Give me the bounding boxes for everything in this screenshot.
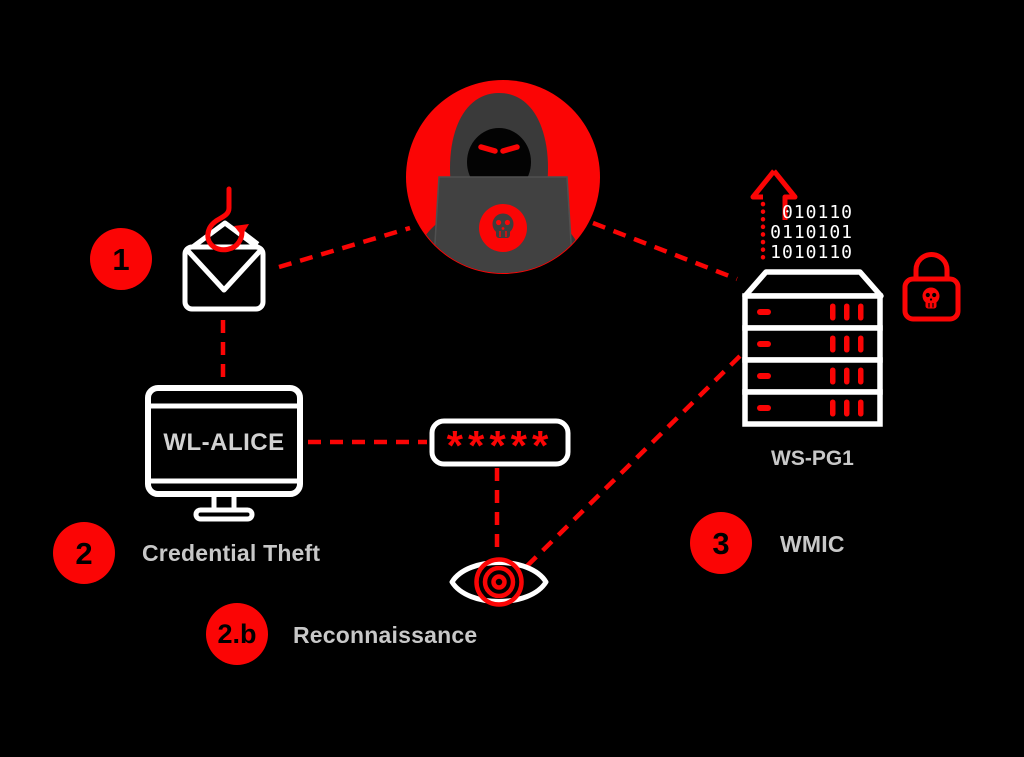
step-badge-3: 3 <box>690 512 752 574</box>
monitor-stand-base <box>193 507 255 522</box>
step-badge-2: 2 <box>53 522 115 584</box>
envelope-body <box>182 244 266 312</box>
lock-skull <box>922 287 940 309</box>
server-leds <box>757 303 864 417</box>
connector-email-to-attacker <box>278 225 411 270</box>
password-masked-value: ***** <box>446 422 554 469</box>
server-stack-icon <box>742 269 884 427</box>
padlock-skull-icon <box>902 252 961 322</box>
connector-lines <box>220 220 742 568</box>
credential-theft-label: Credential Theft <box>142 540 321 566</box>
binary-code: 010110 0110101 1010110 <box>750 203 853 263</box>
step-badge-2b: 2.b <box>206 603 268 665</box>
hacker-eyes <box>478 144 520 154</box>
connector-attacker-to-server <box>592 220 738 282</box>
reconnaissance-label: Reconnaissance <box>293 622 478 648</box>
server-hostname-label: WS-PG1 <box>771 447 854 470</box>
binary-line-1: 010110 <box>781 202 853 223</box>
wmic-label: WMIC <box>780 531 845 557</box>
step-badge-1: 1 <box>90 228 152 290</box>
binary-line-2: 0110101 <box>770 222 853 243</box>
hacker-avatar-icon <box>406 80 600 274</box>
envelope-fold <box>186 249 262 293</box>
connector-eye-to-server <box>525 354 742 568</box>
eye-icon <box>449 557 549 607</box>
binary-line-3: 1010110 <box>770 242 853 263</box>
workstation-hostname-label: WL-ALICE <box>163 429 285 456</box>
phishing-email-icon <box>182 186 266 312</box>
skull-icon <box>479 204 527 252</box>
upload-arrow-icon <box>750 169 798 262</box>
workstation-monitor-icon <box>145 385 303 522</box>
password-field-box <box>429 418 571 467</box>
fishhook-icon <box>205 186 249 253</box>
